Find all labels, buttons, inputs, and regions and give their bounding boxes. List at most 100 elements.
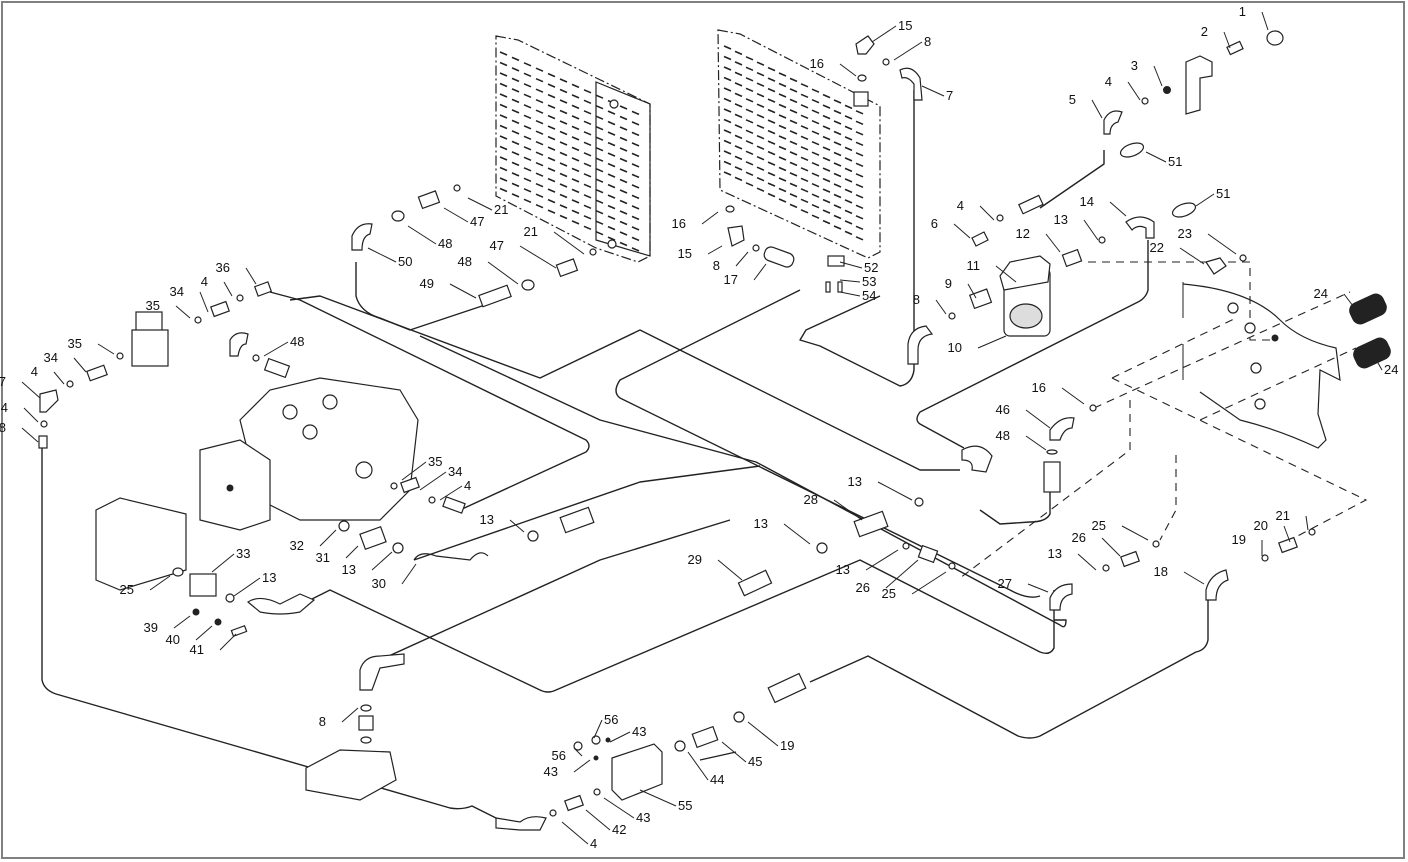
- cooler-fin: [631, 194, 640, 200]
- cooler-fin: [547, 93, 556, 99]
- cooler-fin: [559, 141, 568, 146]
- cooler-fin: [745, 77, 754, 82]
- callout-leader-19: [747, 721, 779, 747]
- cooler-fin: [844, 136, 853, 141]
- cooler-fin: [631, 110, 640, 116]
- callout-label: 25: [1092, 518, 1106, 533]
- cooler-fin: [523, 198, 532, 204]
- cooler-fin: [723, 171, 732, 176]
- cooler-fin: [583, 225, 592, 231]
- callout-label: 1: [1239, 4, 1246, 19]
- cooler-fin: [855, 141, 864, 147]
- callout-label: 47: [490, 238, 504, 253]
- cooler-fin: [499, 51, 508, 56]
- cooler-fin: [811, 140, 820, 146]
- callout-label: 26: [1072, 530, 1086, 545]
- callout-leader-55: [639, 789, 677, 807]
- cooler-fin: [833, 225, 842, 230]
- hose-routes: [41, 90, 1209, 821]
- cooler-fin: [811, 182, 820, 188]
- callout-label: 27: [998, 576, 1012, 591]
- callout-label: 7: [946, 88, 953, 103]
- callout-label: 30: [372, 576, 386, 591]
- cooler-fin: [734, 92, 743, 98]
- cooler-fin: [535, 109, 544, 114]
- cooler-fin: [499, 114, 508, 119]
- cooler-fin: [619, 210, 628, 215]
- callout-leader-48: [1025, 435, 1047, 451]
- cooler-fin: [723, 66, 732, 71]
- cooler-fin: [607, 183, 616, 189]
- callout-label: 38: [0, 420, 6, 435]
- cooler-fin: [607, 162, 616, 168]
- cooler-fin: [767, 77, 776, 82]
- cooler-fin: [789, 193, 798, 198]
- callout-leader-21: [1305, 515, 1309, 531]
- cooler-fin: [523, 156, 532, 162]
- cooler-fin: [756, 145, 765, 150]
- callout-label: 35: [68, 336, 82, 351]
- callout-leader-22: [1179, 247, 1205, 265]
- cooler-fin: [855, 236, 864, 241]
- cooler-fin: [855, 204, 864, 210]
- callout-label: 4: [201, 274, 208, 289]
- callout-label: 9: [945, 276, 952, 291]
- callout-leader-46: [1025, 409, 1051, 429]
- cooler-fin: [767, 140, 776, 145]
- callout-label: 28: [804, 492, 818, 507]
- cooler-fin: [734, 124, 743, 129]
- callout-label: 42: [612, 822, 626, 837]
- cooler-fin: [535, 161, 544, 167]
- cooler-fin: [723, 160, 732, 166]
- callout-leader-28: [833, 499, 863, 521]
- cooler-fin: [756, 134, 765, 140]
- cooler-fin: [833, 151, 842, 157]
- callout-leader-12: [1045, 233, 1061, 253]
- cooler-fin: [811, 130, 820, 135]
- cooler-fin: [811, 203, 820, 209]
- cooler-fin: [800, 198, 809, 204]
- cooler-fin: [595, 146, 604, 152]
- cooler-fin: [800, 209, 809, 214]
- cooler-fin: [822, 156, 831, 162]
- cooler-fin: [511, 140, 520, 146]
- callout-label: 41: [190, 642, 204, 657]
- cooler-fin: [535, 67, 544, 72]
- cooler-fin: [583, 99, 592, 105]
- cooler-fin: [778, 103, 787, 109]
- cooler-fin: [499, 103, 508, 109]
- callout-label: 2: [1201, 24, 1208, 39]
- cooler-fin: [855, 173, 864, 178]
- cooler-fin: [595, 178, 604, 183]
- callout-leader-16: [701, 211, 719, 225]
- callout-label: 29: [688, 552, 702, 567]
- callout-label: 4: [1, 400, 8, 415]
- cooler-fin: [523, 114, 532, 120]
- cooler-fin: [535, 172, 544, 177]
- callout-label: 16: [810, 56, 824, 71]
- callout-leader-29: [717, 559, 743, 581]
- callout-leader-45: [721, 741, 747, 763]
- callout-label: 43: [632, 724, 646, 739]
- cooler-fin: [571, 178, 580, 183]
- cooler-fin: [811, 172, 820, 177]
- cooler-fin: [583, 152, 592, 157]
- cooler-fin: [844, 157, 853, 162]
- cooler-fin: [767, 66, 776, 72]
- cooler-fin: [523, 177, 532, 183]
- cooler-fin: [745, 66, 754, 72]
- cooler-fin: [511, 193, 520, 198]
- cooler-fin: [734, 103, 743, 108]
- cooler-fin: [844, 146, 853, 152]
- callout-label: 15: [678, 246, 692, 261]
- cooler-fin: [571, 167, 580, 173]
- cooler-fin: [511, 88, 520, 93]
- callout-label: 19: [780, 738, 794, 753]
- cooler-fin: [619, 157, 628, 163]
- callout-label: 35: [428, 454, 442, 469]
- callout-label: 56: [604, 712, 618, 727]
- callout-leader-34: [419, 471, 447, 491]
- cooler-fin: [499, 187, 508, 193]
- cooler-fin: [547, 146, 556, 151]
- callout-leader-53: [839, 279, 861, 283]
